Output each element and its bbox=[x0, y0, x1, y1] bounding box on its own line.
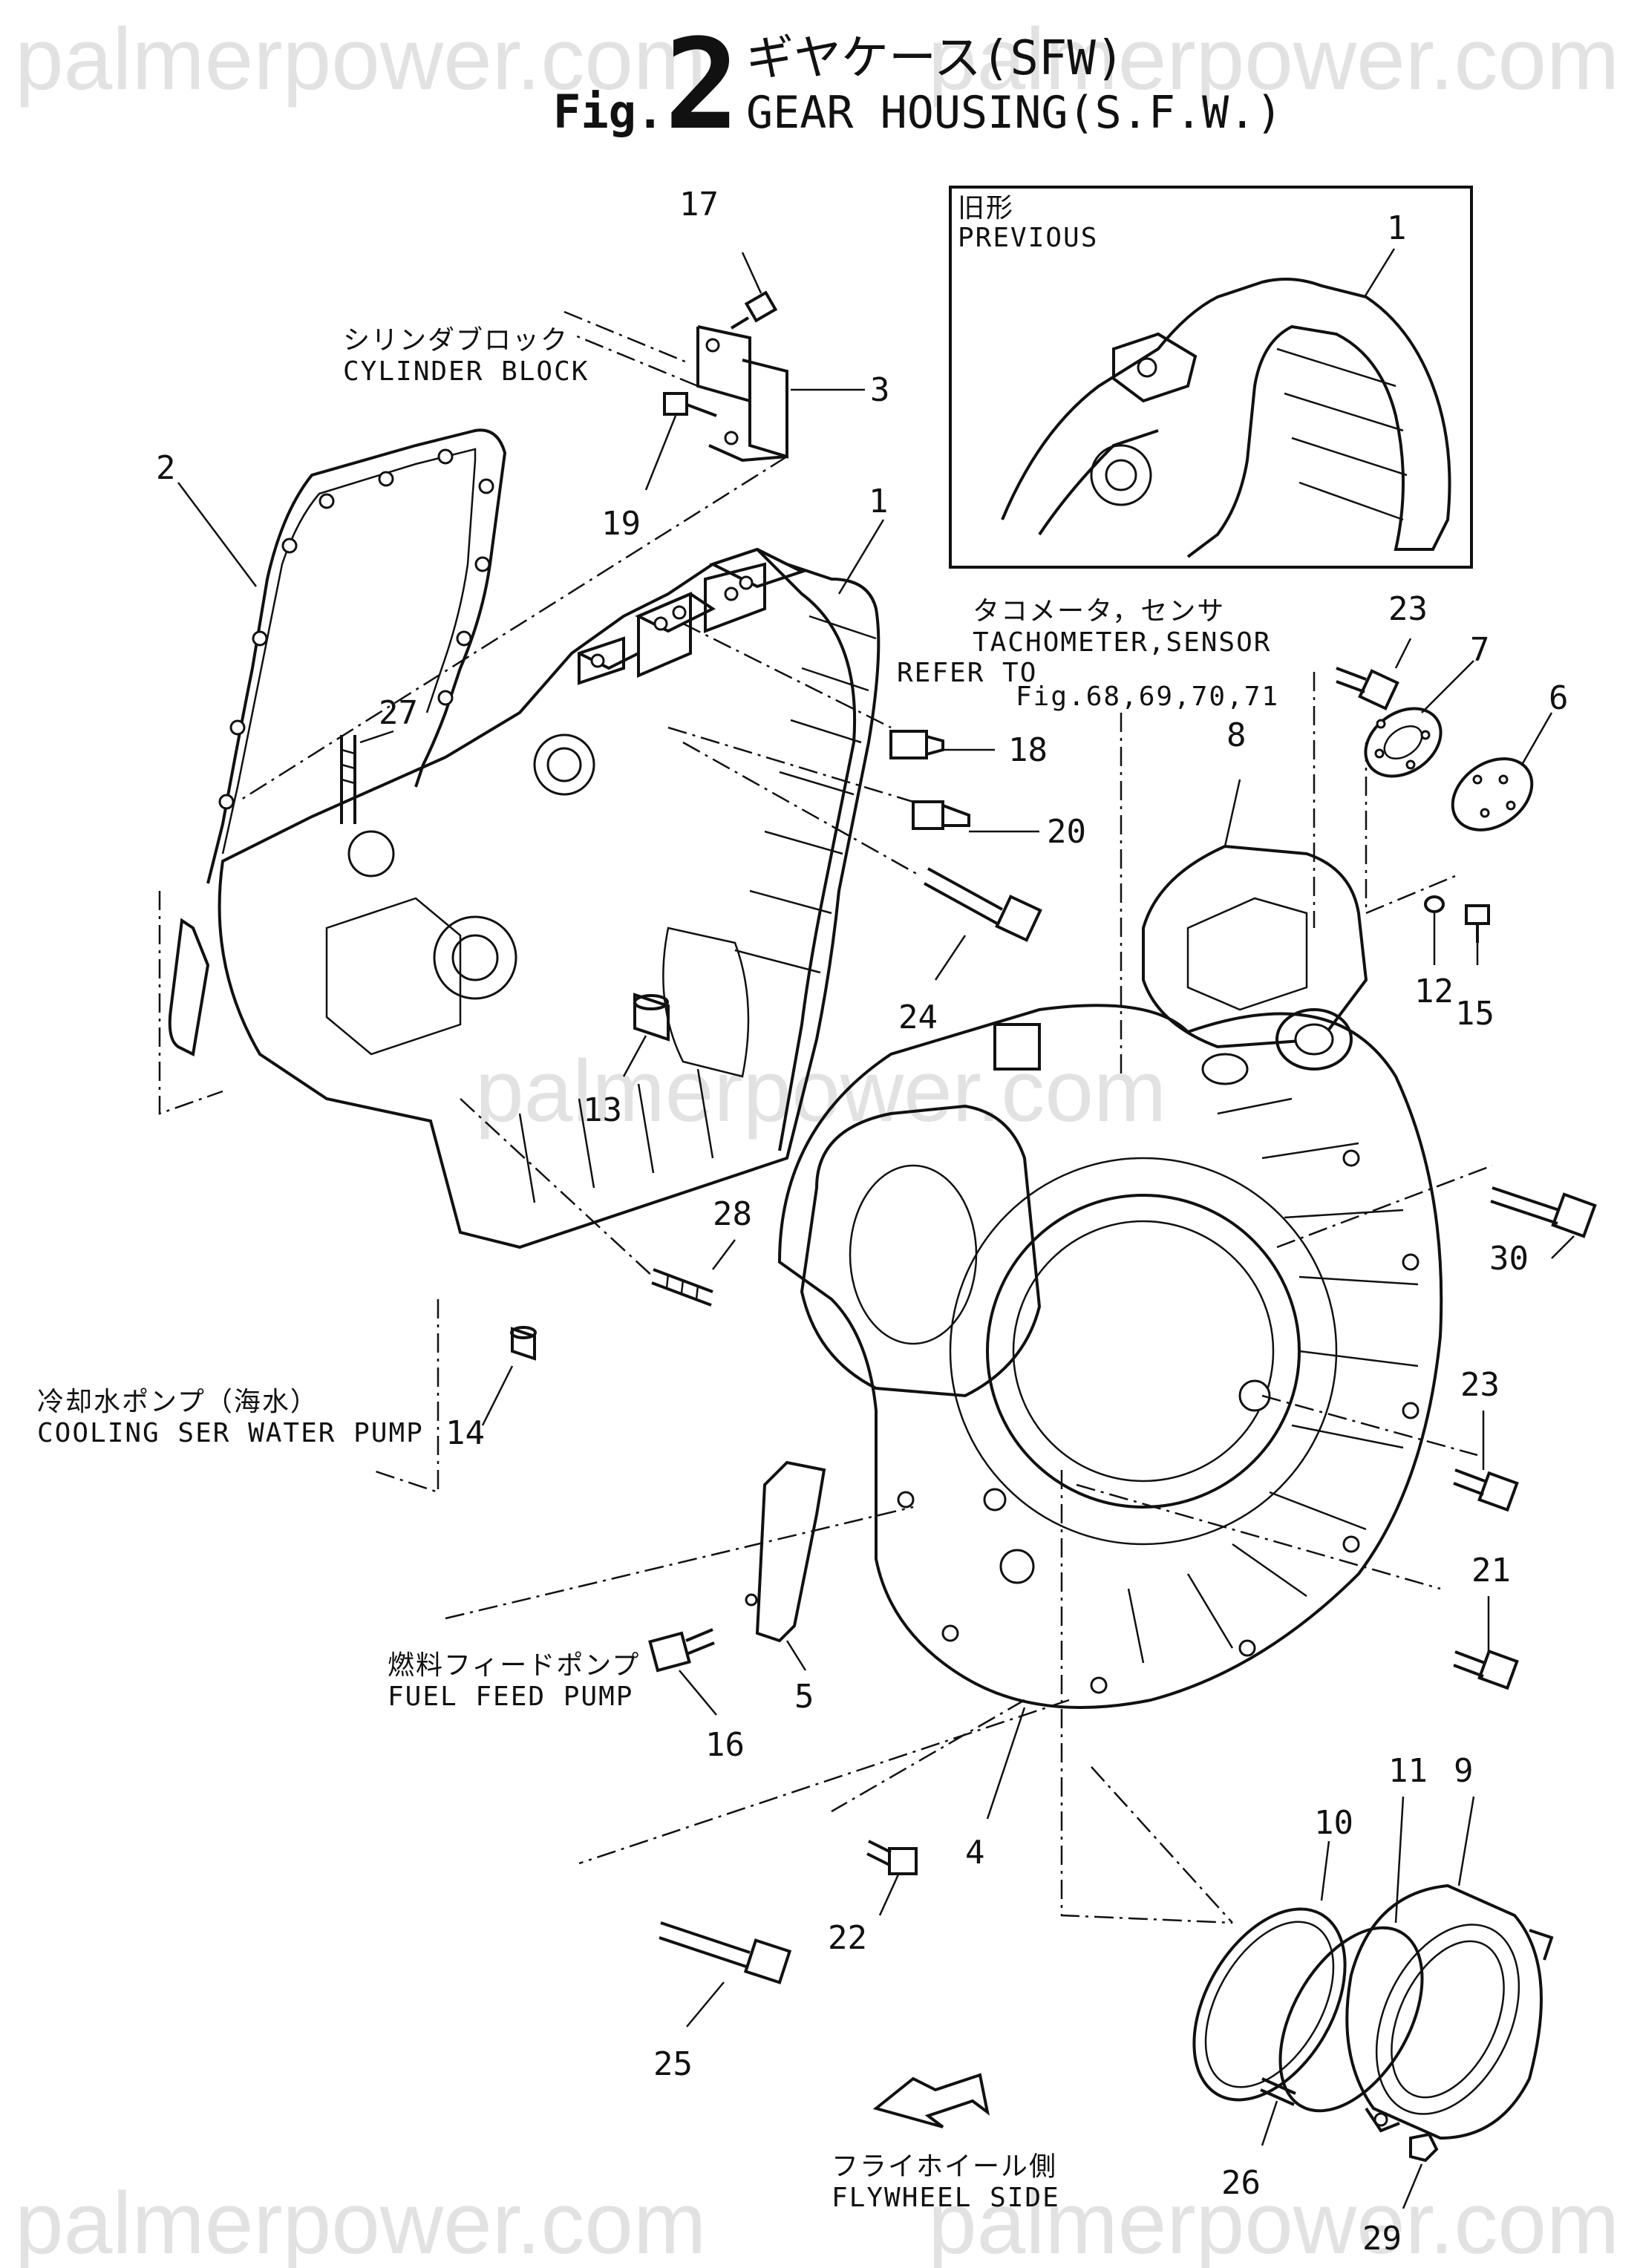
pump-gasket bbox=[168, 918, 210, 1056]
callout-20: 20 bbox=[1047, 813, 1086, 851]
part-13-pin: 13 bbox=[583, 993, 670, 1129]
fuel-pump-note: 燃料フィードポンプ FUEL FEED PUMP bbox=[388, 1506, 914, 1712]
callout-9: 9 bbox=[1454, 1752, 1474, 1790]
part-27-stud: 27 bbox=[340, 694, 418, 824]
callout-30: 30 bbox=[1489, 1240, 1529, 1278]
callout-24: 24 bbox=[898, 999, 938, 1036]
fuel-pump-jp: 燃料フィードポンプ bbox=[388, 1650, 640, 1681]
callout-6: 6 bbox=[1549, 679, 1569, 717]
callout-13: 13 bbox=[583, 1091, 622, 1129]
watermarks: palmerpower.com palmerpower.com palmerpo… bbox=[15, 10, 1619, 2268]
callout-27: 27 bbox=[379, 694, 418, 732]
direction-arrow-icon bbox=[872, 2073, 990, 2128]
callout-21a: 21 bbox=[1471, 1552, 1511, 1589]
watermark-top-left: palmerpower.com bbox=[15, 10, 706, 108]
callout-8: 8 bbox=[1226, 716, 1247, 754]
callout-18: 18 bbox=[1008, 731, 1048, 769]
flywheel-en: FLYWHEEL SIDE bbox=[832, 2183, 1060, 2213]
figure-prefix: Fig. bbox=[553, 85, 664, 139]
cooling-pump-note: 冷却水ポンプ（海水） COOLING SER WATER PUMP bbox=[37, 1299, 440, 1494]
inset-callout-1: 1 bbox=[1387, 209, 1407, 247]
watermark-bottom-right: palmerpower.com bbox=[928, 2174, 1619, 2268]
part-6-cover: 6 bbox=[1451, 679, 1569, 831]
tachometer-en: TACHOMETER,SENSOR bbox=[973, 627, 1271, 658]
part-7-gasket: 7 bbox=[1364, 631, 1490, 778]
part-4-flywheel-housing: 4 bbox=[777, 1004, 1443, 1872]
cooling-pump-en: COOLING SER WATER PUMP bbox=[37, 1418, 424, 1448]
callout-23a: 23 bbox=[1388, 590, 1428, 628]
cooling-pump-jp: 冷却水ポンプ（海水） bbox=[37, 1387, 318, 1417]
callout-10: 10 bbox=[1314, 1804, 1353, 1842]
tachometer-jp: タコメータ，センサ bbox=[973, 596, 1225, 627]
callout-25: 25 bbox=[653, 2045, 693, 2083]
bolt-20: 20 bbox=[667, 726, 1086, 851]
part-5-plate: 5 bbox=[745, 1460, 826, 1716]
callout-15: 15 bbox=[1455, 995, 1494, 1033]
watermark-middle: palmerpower.com bbox=[475, 1042, 1166, 1140]
callout-2: 2 bbox=[156, 449, 176, 487]
flywheel-jp: フライホイール側 bbox=[832, 2151, 1057, 2182]
callout-17: 17 bbox=[679, 186, 719, 223]
previous-inset: 旧形 PREVIOUS 1 bbox=[949, 186, 1473, 569]
callout-29: 29 bbox=[1362, 2220, 1402, 2258]
inset-label-jp: 旧形 bbox=[958, 193, 1014, 223]
bolt-25: 25 bbox=[578, 1699, 1070, 2083]
inset-frame bbox=[949, 186, 1473, 569]
bolt-23-lower: 23 bbox=[1261, 1366, 1519, 1512]
part-28-stud: 28 bbox=[460, 1098, 752, 1307]
part-2-gasket: 2 bbox=[156, 428, 507, 884]
bolt-17: 17 bbox=[679, 186, 778, 330]
callout-7: 7 bbox=[1470, 631, 1490, 669]
figure-number: 2 bbox=[664, 12, 739, 157]
inset-label-en: PREVIOUS bbox=[958, 223, 1098, 253]
callout-19: 19 bbox=[601, 505, 641, 543]
watermark-bottom-left: palmerpower.com bbox=[15, 2174, 706, 2268]
callout-16: 16 bbox=[705, 1726, 745, 1764]
cylinder-block-note: シリンダブロック CYLINDER BLOCK bbox=[343, 310, 691, 387]
callout-22: 22 bbox=[828, 1919, 867, 1957]
nut-29: 29 bbox=[1362, 2132, 1439, 2258]
callout-26: 26 bbox=[1221, 2164, 1261, 2202]
bolt-23-top: 23 bbox=[1336, 590, 1428, 710]
part-9-retainer: 9 bbox=[1345, 1752, 1554, 2140]
callout-12: 12 bbox=[1414, 973, 1454, 1010]
callout-3: 3 bbox=[870, 371, 890, 409]
callout-28: 28 bbox=[713, 1195, 752, 1233]
part-10-seal: 10 bbox=[1091, 1766, 1353, 2102]
tachometer-note: タコメータ，センサ TACHOMETER,SENSOR REFER TO Fig… bbox=[897, 596, 1316, 1076]
part-26-stud: 26 bbox=[1221, 2077, 1296, 2202]
callout-14: 14 bbox=[445, 1414, 485, 1452]
watermark-top-right: palmerpower.com bbox=[928, 10, 1619, 108]
figure-header: Fig. 2 ギヤケース(SFW) GEAR HOUSING(S.F.W.) bbox=[553, 12, 1282, 157]
callout-23b: 23 bbox=[1460, 1366, 1500, 1404]
part-1-gear-case: 1 bbox=[218, 483, 889, 1249]
bolt-24: 24 bbox=[682, 741, 1042, 1036]
figure-title-jp: ギヤケース(SFW) bbox=[746, 31, 1124, 86]
bolt-21: 21 bbox=[1076, 1483, 1519, 1690]
bolt-22: 22 bbox=[828, 1699, 1025, 1957]
fuel-pump-en: FUEL FEED PUMP bbox=[388, 1682, 633, 1712]
callout-11: 11 bbox=[1388, 1752, 1428, 1790]
part-8-flange: 8 bbox=[1142, 716, 1368, 1085]
callout-5: 5 bbox=[794, 1678, 814, 1716]
flywheel-side-indicator: フライホイール側 FLYWHEEL SIDE bbox=[832, 2073, 1060, 2213]
washer-12-bolt-15: 12 15 bbox=[1365, 742, 1494, 1033]
cylinder-block-jp: シリンダブロック bbox=[343, 325, 569, 356]
bolt-18: 18 bbox=[682, 622, 1048, 769]
part-3-bracket: 3 bbox=[696, 325, 890, 463]
refer-figs: Fig.68,69,70,71 bbox=[1016, 682, 1279, 712]
refer-to: REFER TO bbox=[897, 658, 1037, 688]
bolt-30: 30 bbox=[1276, 1164, 1597, 1278]
bolt-16: 16 bbox=[648, 1628, 745, 1764]
cylinder-block-en: CYLINDER BLOCK bbox=[343, 356, 589, 387]
bolt-19: 19 bbox=[601, 392, 717, 543]
figure-title-en: GEAR HOUSING(S.F.W.) bbox=[746, 87, 1282, 139]
callout-4: 4 bbox=[965, 1834, 985, 1872]
part-14-pin: 14 bbox=[445, 1326, 537, 1452]
callout-1: 1 bbox=[869, 483, 889, 520]
